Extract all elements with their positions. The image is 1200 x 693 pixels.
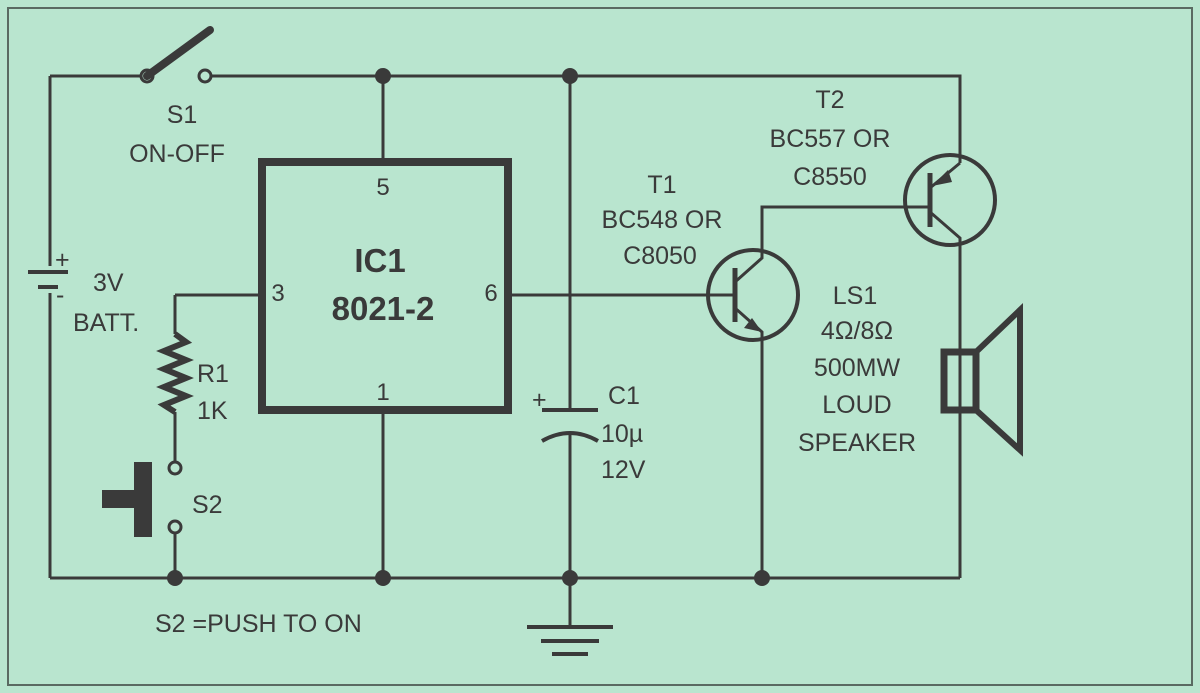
- ls1-line2: 500MW: [814, 354, 901, 382]
- r1-name: R1: [197, 360, 229, 388]
- battery-label: BATT.: [73, 309, 139, 337]
- c1-value: 10µ: [601, 420, 643, 448]
- ic1-pin6-label: 6: [484, 280, 497, 307]
- battery-voltage: 3V: [93, 269, 124, 297]
- ls1-name: LS1: [833, 282, 877, 310]
- ic1-pin1-label: 1: [376, 379, 389, 406]
- junction-dots: [167, 68, 770, 586]
- c1-voltage: 12V: [601, 456, 646, 484]
- battery-symbol: [28, 76, 68, 578]
- s2-note: S2 =PUSH TO ON: [155, 610, 362, 638]
- ic1-wires: [175, 76, 718, 578]
- s1-switch: [139, 26, 214, 84]
- c1-capacitor: [541, 76, 599, 625]
- c1-plus: +: [532, 386, 547, 414]
- s1-desc: ON-OFF: [129, 140, 225, 168]
- t1-part1: BC548 OR: [602, 206, 723, 234]
- s2-pushbutton: [102, 460, 183, 578]
- battery-minus: -: [56, 281, 64, 309]
- top-rail: [50, 74, 962, 163]
- ic1-box: [258, 158, 512, 414]
- ls1-line3: LOUD: [822, 391, 891, 419]
- s1-name: S1: [167, 101, 198, 129]
- ic1-pin3-label: 3: [271, 280, 284, 307]
- r1-resistor: [156, 295, 194, 462]
- ground-symbol: [527, 625, 613, 656]
- ic1-pin5-label: 5: [376, 174, 389, 201]
- s2-name: S2: [192, 491, 223, 519]
- t2-transistor: [903, 153, 997, 578]
- t1-name: T1: [647, 171, 676, 199]
- t2-name: T2: [815, 86, 844, 114]
- t1-transistor: [706, 205, 930, 578]
- t2-part2: C8550: [793, 163, 867, 191]
- ls1-line1: 4Ω/8Ω: [821, 317, 893, 345]
- ic1-name: IC1: [354, 242, 405, 279]
- t2-part1: BC557 OR: [770, 125, 891, 153]
- t1-part2: C8050: [623, 242, 697, 270]
- r1-value: 1K: [197, 397, 228, 425]
- ls1-line4: SPEAKER: [798, 429, 916, 457]
- speaker-icon: [940, 302, 1023, 457]
- ic1-part: 8021-2: [332, 290, 435, 327]
- c1-name: C1: [608, 382, 640, 410]
- outer-frame: [7, 7, 1193, 686]
- battery-plus: +: [55, 246, 70, 274]
